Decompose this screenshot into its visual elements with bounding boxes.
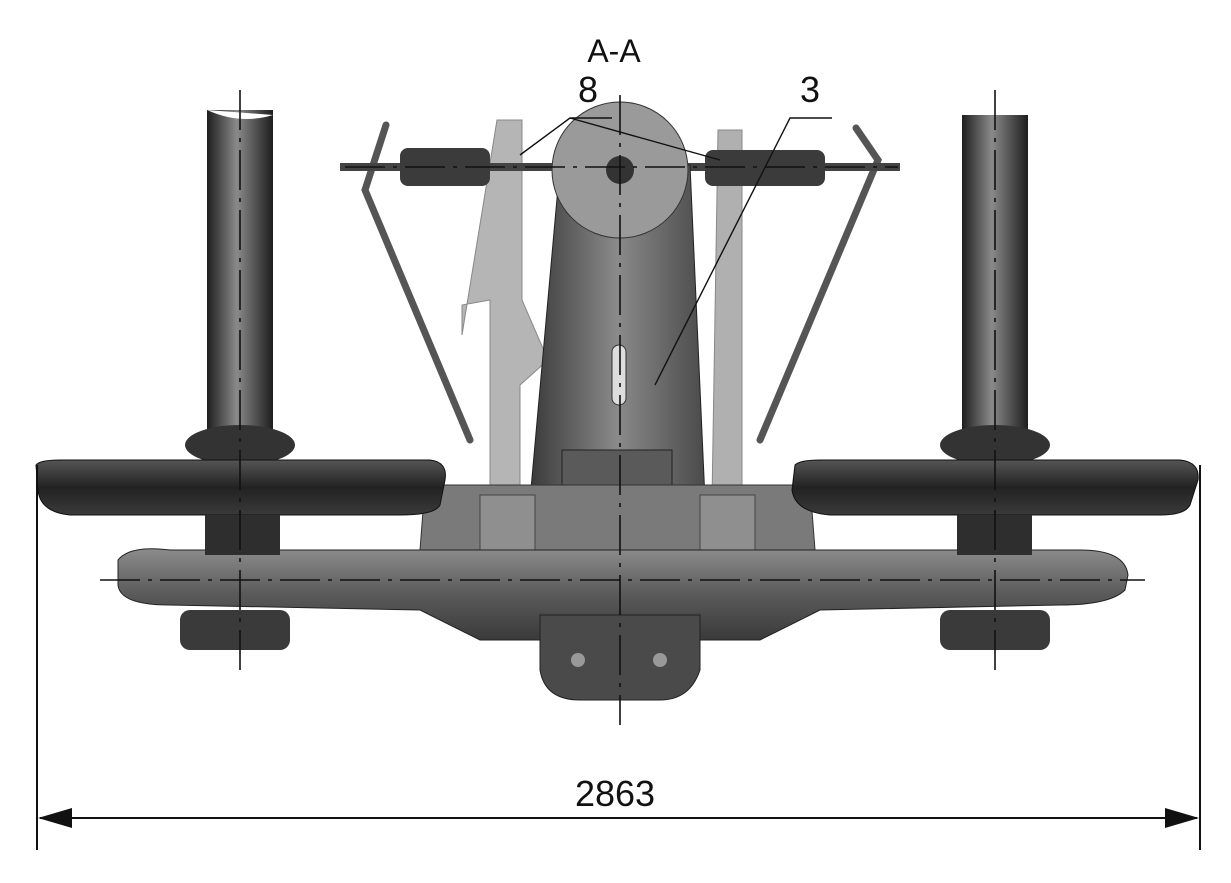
callout-8: 8	[578, 69, 598, 110]
callout-3: 3	[800, 69, 820, 110]
leader-lines	[519, 117, 832, 386]
arrow-right-icon	[1165, 808, 1199, 828]
suspension-rods	[361, 121, 882, 444]
frame-body	[419, 484, 816, 551]
arrow-left-icon	[38, 808, 72, 828]
dimension-2863	[36, 465, 1201, 850]
dimension-value: 2863	[575, 773, 655, 814]
section-label: A-A	[587, 33, 641, 69]
main-beam	[117, 548, 1129, 641]
center-lines	[100, 90, 1145, 725]
